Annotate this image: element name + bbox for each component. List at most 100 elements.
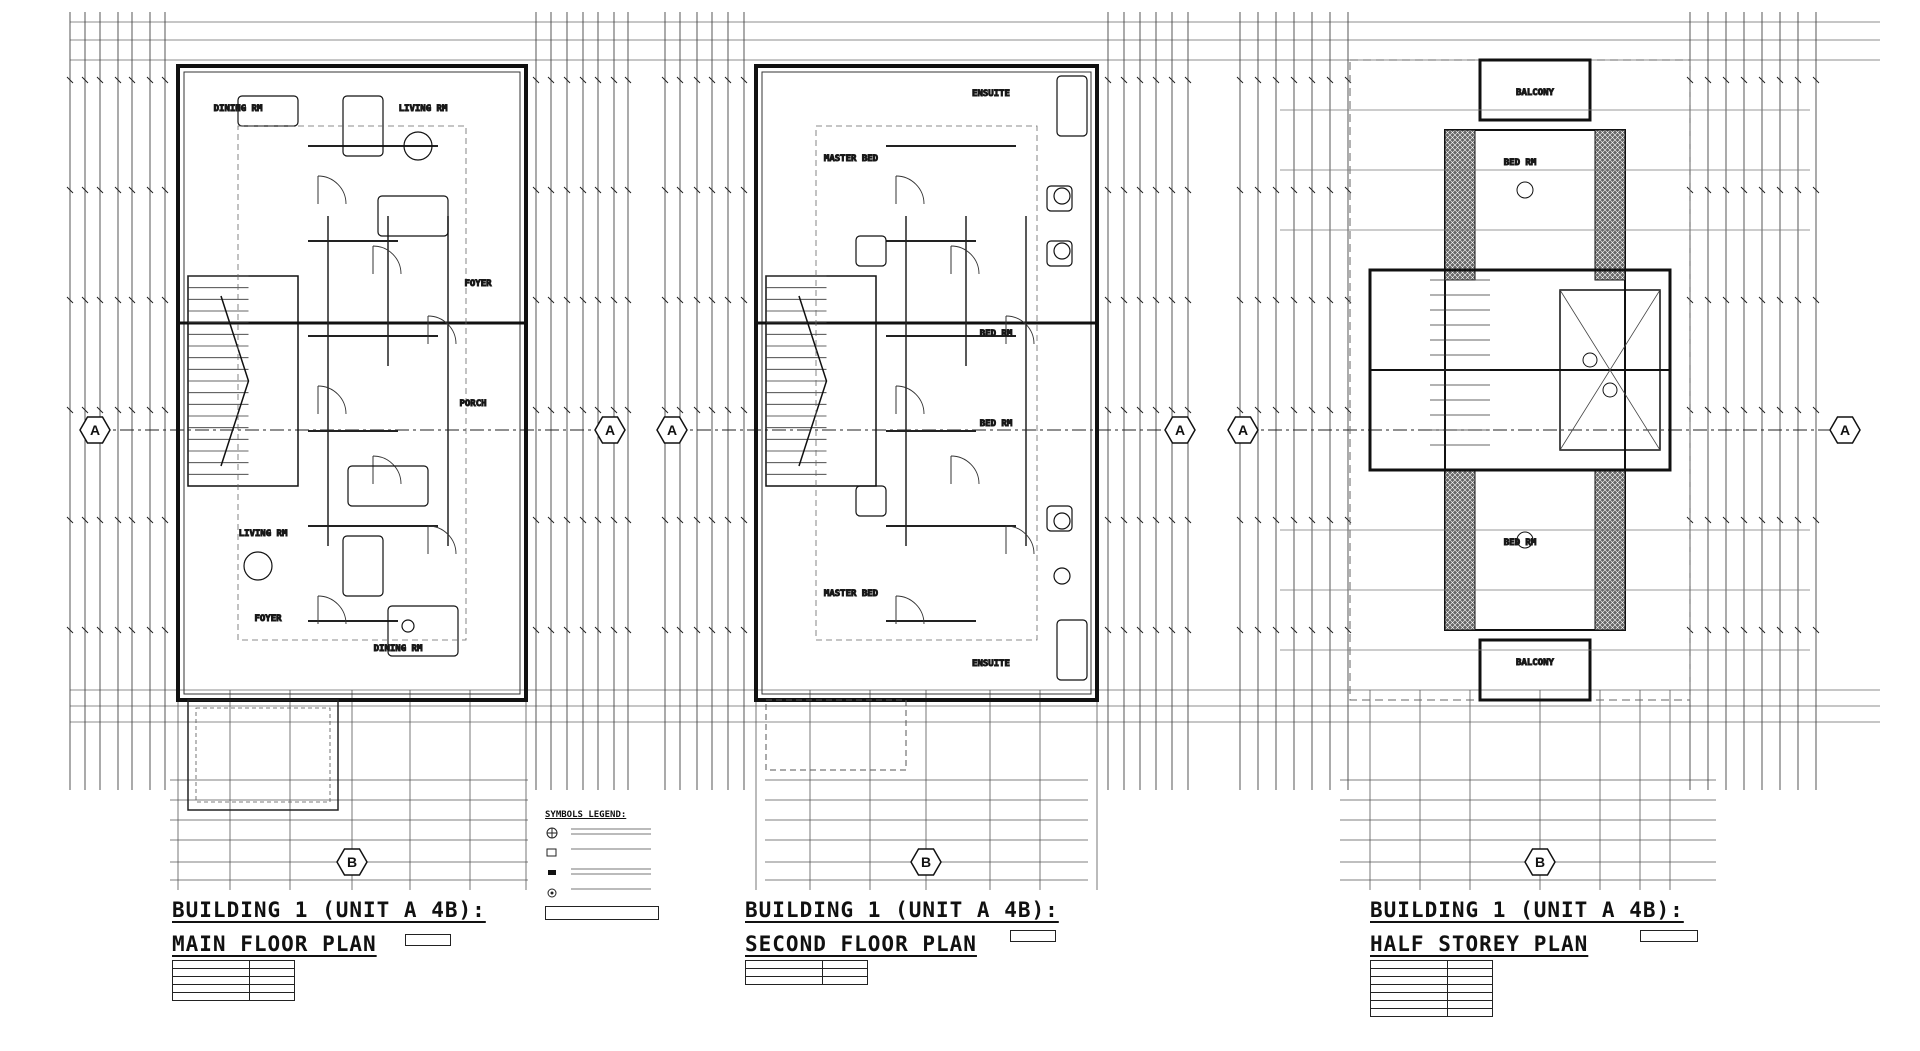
room-label: FOYER — [464, 279, 492, 289]
dimension-tick — [1254, 186, 1262, 194]
dimension-tick — [1136, 296, 1144, 304]
dimension-tick — [1254, 516, 1262, 524]
dimension-tick — [547, 76, 555, 84]
dimension-tick — [708, 186, 716, 194]
dimension-tick — [1776, 76, 1784, 84]
area-table-cell — [822, 968, 868, 977]
front-porch — [187, 699, 339, 811]
dimension-tick — [594, 76, 602, 84]
area-table-cell — [172, 960, 250, 969]
dimension-tick — [81, 76, 89, 84]
area-table-row — [1370, 1008, 1493, 1017]
dimension-tick — [547, 186, 555, 194]
dimension-tick — [1120, 76, 1128, 84]
area-table-cell — [1447, 968, 1493, 977]
dimension-tick — [1740, 406, 1748, 414]
dimension-tick — [594, 296, 602, 304]
dimension-tick — [610, 516, 618, 524]
dimension-tick — [1120, 626, 1128, 634]
dimension-tick — [1168, 186, 1176, 194]
dimension-tick — [532, 186, 540, 194]
interior-wall-line — [761, 71, 1092, 695]
exterior-wall — [754, 64, 1099, 702]
dimension-tick — [624, 296, 632, 304]
area-table-cell — [1370, 1000, 1448, 1009]
dimension-tick — [1722, 186, 1730, 194]
area-table-cell — [249, 976, 295, 985]
area-table-row — [1370, 992, 1493, 1001]
solid-post-icon — [545, 866, 565, 878]
dimension-tick — [532, 626, 540, 634]
dimension-tick — [146, 296, 154, 304]
dimension-tick — [161, 186, 169, 194]
dimension-tick — [161, 296, 169, 304]
dimension-tick — [1272, 406, 1280, 414]
dimension-tick — [146, 186, 154, 194]
room-label: ENSUITE — [972, 659, 1010, 669]
dimension-tick — [693, 626, 701, 634]
legend-title: SYMBOLS LEGEND: — [545, 810, 627, 820]
dimension-tick — [624, 186, 632, 194]
dimension-tick — [1812, 516, 1820, 524]
stair-arrow — [798, 295, 828, 467]
half-storey-scale-tag — [1640, 930, 1698, 942]
hatched-roof-slope — [1444, 469, 1476, 631]
dimension-tick — [1136, 626, 1144, 634]
dimension-tick — [1254, 406, 1262, 414]
dimension-tick — [661, 406, 669, 414]
dimension-tick — [1776, 186, 1784, 194]
dimension-tick — [81, 296, 89, 304]
area-table-cell — [1370, 968, 1448, 977]
dimension-tick — [1104, 406, 1112, 414]
dimension-tick — [128, 76, 136, 84]
dimension-tick — [1722, 626, 1730, 634]
dimension-tick — [1152, 186, 1160, 194]
main-floor-area-table — [172, 960, 295, 1001]
dimension-tick — [579, 76, 587, 84]
dimension-tick — [96, 296, 104, 304]
dimension-tick — [114, 626, 122, 634]
stair-block — [187, 275, 299, 487]
area-table-row — [1370, 968, 1493, 977]
dimension-tick — [1136, 406, 1144, 414]
room-label: DINING RM — [374, 644, 423, 654]
dimension-tick — [579, 406, 587, 414]
dimension-tick — [1168, 406, 1176, 414]
area-table-cell — [822, 960, 868, 969]
balcony-bottom — [1478, 638, 1592, 702]
legend-item-floor-drain — [545, 886, 665, 898]
dimension-tick — [532, 406, 540, 414]
dimension-tick — [708, 626, 716, 634]
fixture-outline — [1046, 185, 1073, 212]
smoke-alarm-icon — [1516, 181, 1534, 199]
dimension-tick — [708, 516, 716, 524]
area-table-cell — [172, 984, 250, 993]
dimension-tick — [128, 626, 136, 634]
dimension-tick — [1776, 296, 1784, 304]
smoke-alarm-icon — [545, 826, 565, 839]
dimension-tick — [676, 406, 684, 414]
fixture-circle — [1053, 512, 1071, 530]
dimension-tick — [579, 516, 587, 524]
dimension-tick — [1168, 516, 1176, 524]
room-label: ENSUITE — [972, 89, 1010, 99]
dimension-tick — [1272, 516, 1280, 524]
dimension-tick — [724, 76, 732, 84]
dimension-tick — [1290, 626, 1298, 634]
area-table-cell — [1370, 992, 1448, 1001]
dimension-tick — [740, 516, 748, 524]
dimension-tick — [547, 516, 555, 524]
dimension-tick — [724, 296, 732, 304]
room-label: FOYER — [254, 614, 282, 624]
main-floor-scale-tag — [405, 934, 451, 946]
half-storey-title-block: BUILDING 1 (UNIT A 4B): HALF STOREY PLAN — [1370, 898, 1684, 1017]
dimension-tick — [1704, 186, 1712, 194]
dimension-tick — [1308, 186, 1316, 194]
dimension-tick — [1152, 626, 1160, 634]
area-table-cell — [249, 960, 295, 969]
roof-line — [237, 125, 467, 641]
dimension-tick — [1308, 406, 1316, 414]
dimension-tick — [1722, 296, 1730, 304]
